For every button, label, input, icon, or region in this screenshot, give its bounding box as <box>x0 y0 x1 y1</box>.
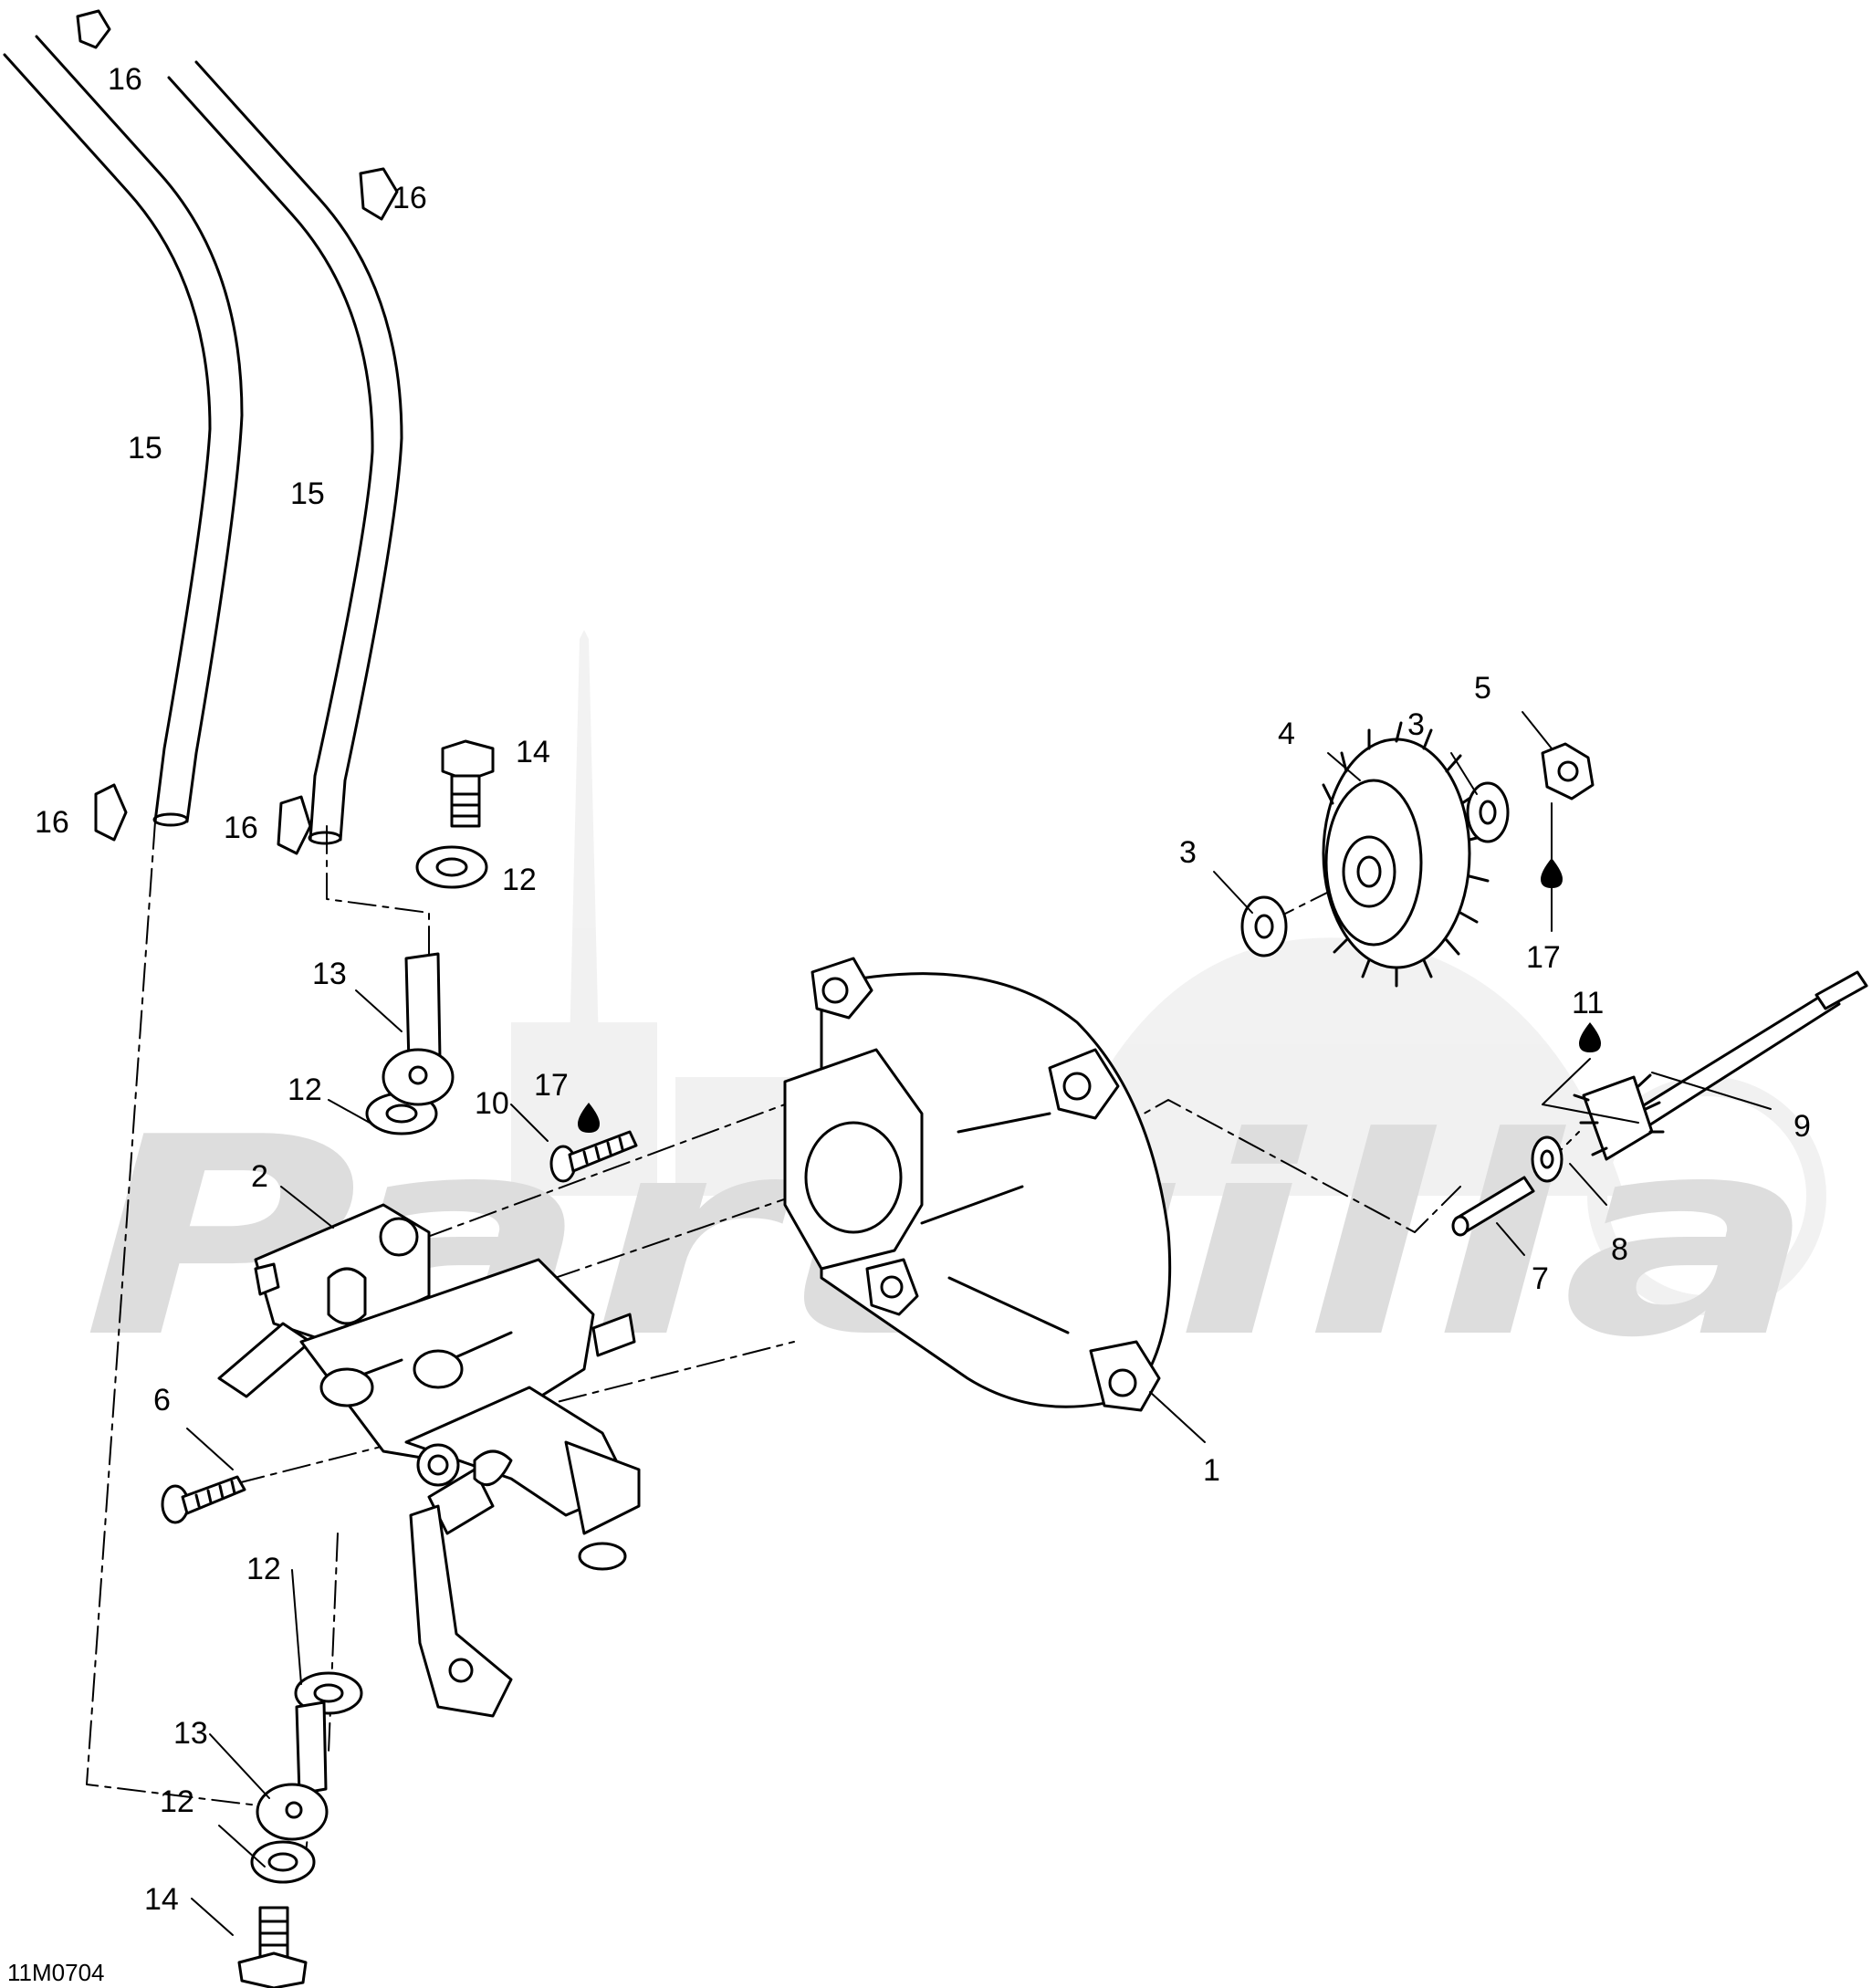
pump-housing <box>783 957 1172 1412</box>
callout-15: 15 <box>290 476 325 511</box>
oil-hose-left <box>3 35 244 827</box>
thrust-washer-icon <box>1240 781 1510 957</box>
callout-2: 2 <box>251 1159 268 1194</box>
oil-pump-assembly <box>217 1203 641 1718</box>
banjo-bolt-upper <box>441 739 495 828</box>
callout-3: 3 <box>1407 707 1425 742</box>
callout-13: 13 <box>173 1716 208 1751</box>
callout-12: 12 <box>246 1552 281 1586</box>
callout-16: 16 <box>224 811 258 845</box>
banjo-fitting-upper <box>382 952 455 1106</box>
callout-12: 12 <box>502 863 537 897</box>
leader-lines <box>186 711 1772 1936</box>
screw-upper <box>549 1130 638 1183</box>
callout-16: 16 <box>392 181 427 215</box>
oil-drop-icon <box>578 858 1601 1133</box>
callout-12: 12 <box>160 1784 194 1819</box>
screw-lower <box>161 1475 246 1524</box>
callout-13: 13 <box>312 957 347 991</box>
callout-15: 15 <box>128 431 162 466</box>
callout-17: 17 <box>534 1068 569 1103</box>
dowel-pin-icon <box>1451 1176 1535 1237</box>
banjo-bolt-lower <box>237 1906 308 1988</box>
callout-7: 7 <box>1532 1261 1549 1296</box>
shim-washer-icon <box>1531 1135 1563 1183</box>
callout-12: 12 <box>288 1072 322 1107</box>
callout-4: 4 <box>1278 717 1295 751</box>
banjo-fitting-lower <box>256 1700 329 1841</box>
figure-id: 11M0704 <box>7 1959 105 1986</box>
callout-14: 14 <box>144 1882 179 1917</box>
callout-labels: 1 2 3 3 4 5 6 7 8 9 10 11 12 12 12 12 13… <box>7 62 1811 1986</box>
hose-clamp-icon <box>76 9 399 855</box>
callout-1: 1 <box>1203 1453 1220 1488</box>
callout-3: 3 <box>1179 835 1197 870</box>
callout-16: 16 <box>35 805 69 840</box>
hex-nut-icon <box>1541 742 1595 800</box>
callout-8: 8 <box>1611 1232 1628 1267</box>
callout-9: 9 <box>1794 1109 1811 1144</box>
oil-hose-right <box>167 60 403 845</box>
sealing-washer-icon <box>250 845 488 1884</box>
drive-gear-icon <box>1322 721 1490 988</box>
callout-10: 10 <box>475 1086 509 1121</box>
callout-16: 16 <box>108 62 142 97</box>
callout-17: 17 <box>1526 940 1561 975</box>
callout-11: 11 <box>1572 986 1604 1020</box>
callout-6: 6 <box>153 1383 171 1418</box>
callout-14: 14 <box>516 735 550 769</box>
callout-5: 5 <box>1474 671 1491 706</box>
